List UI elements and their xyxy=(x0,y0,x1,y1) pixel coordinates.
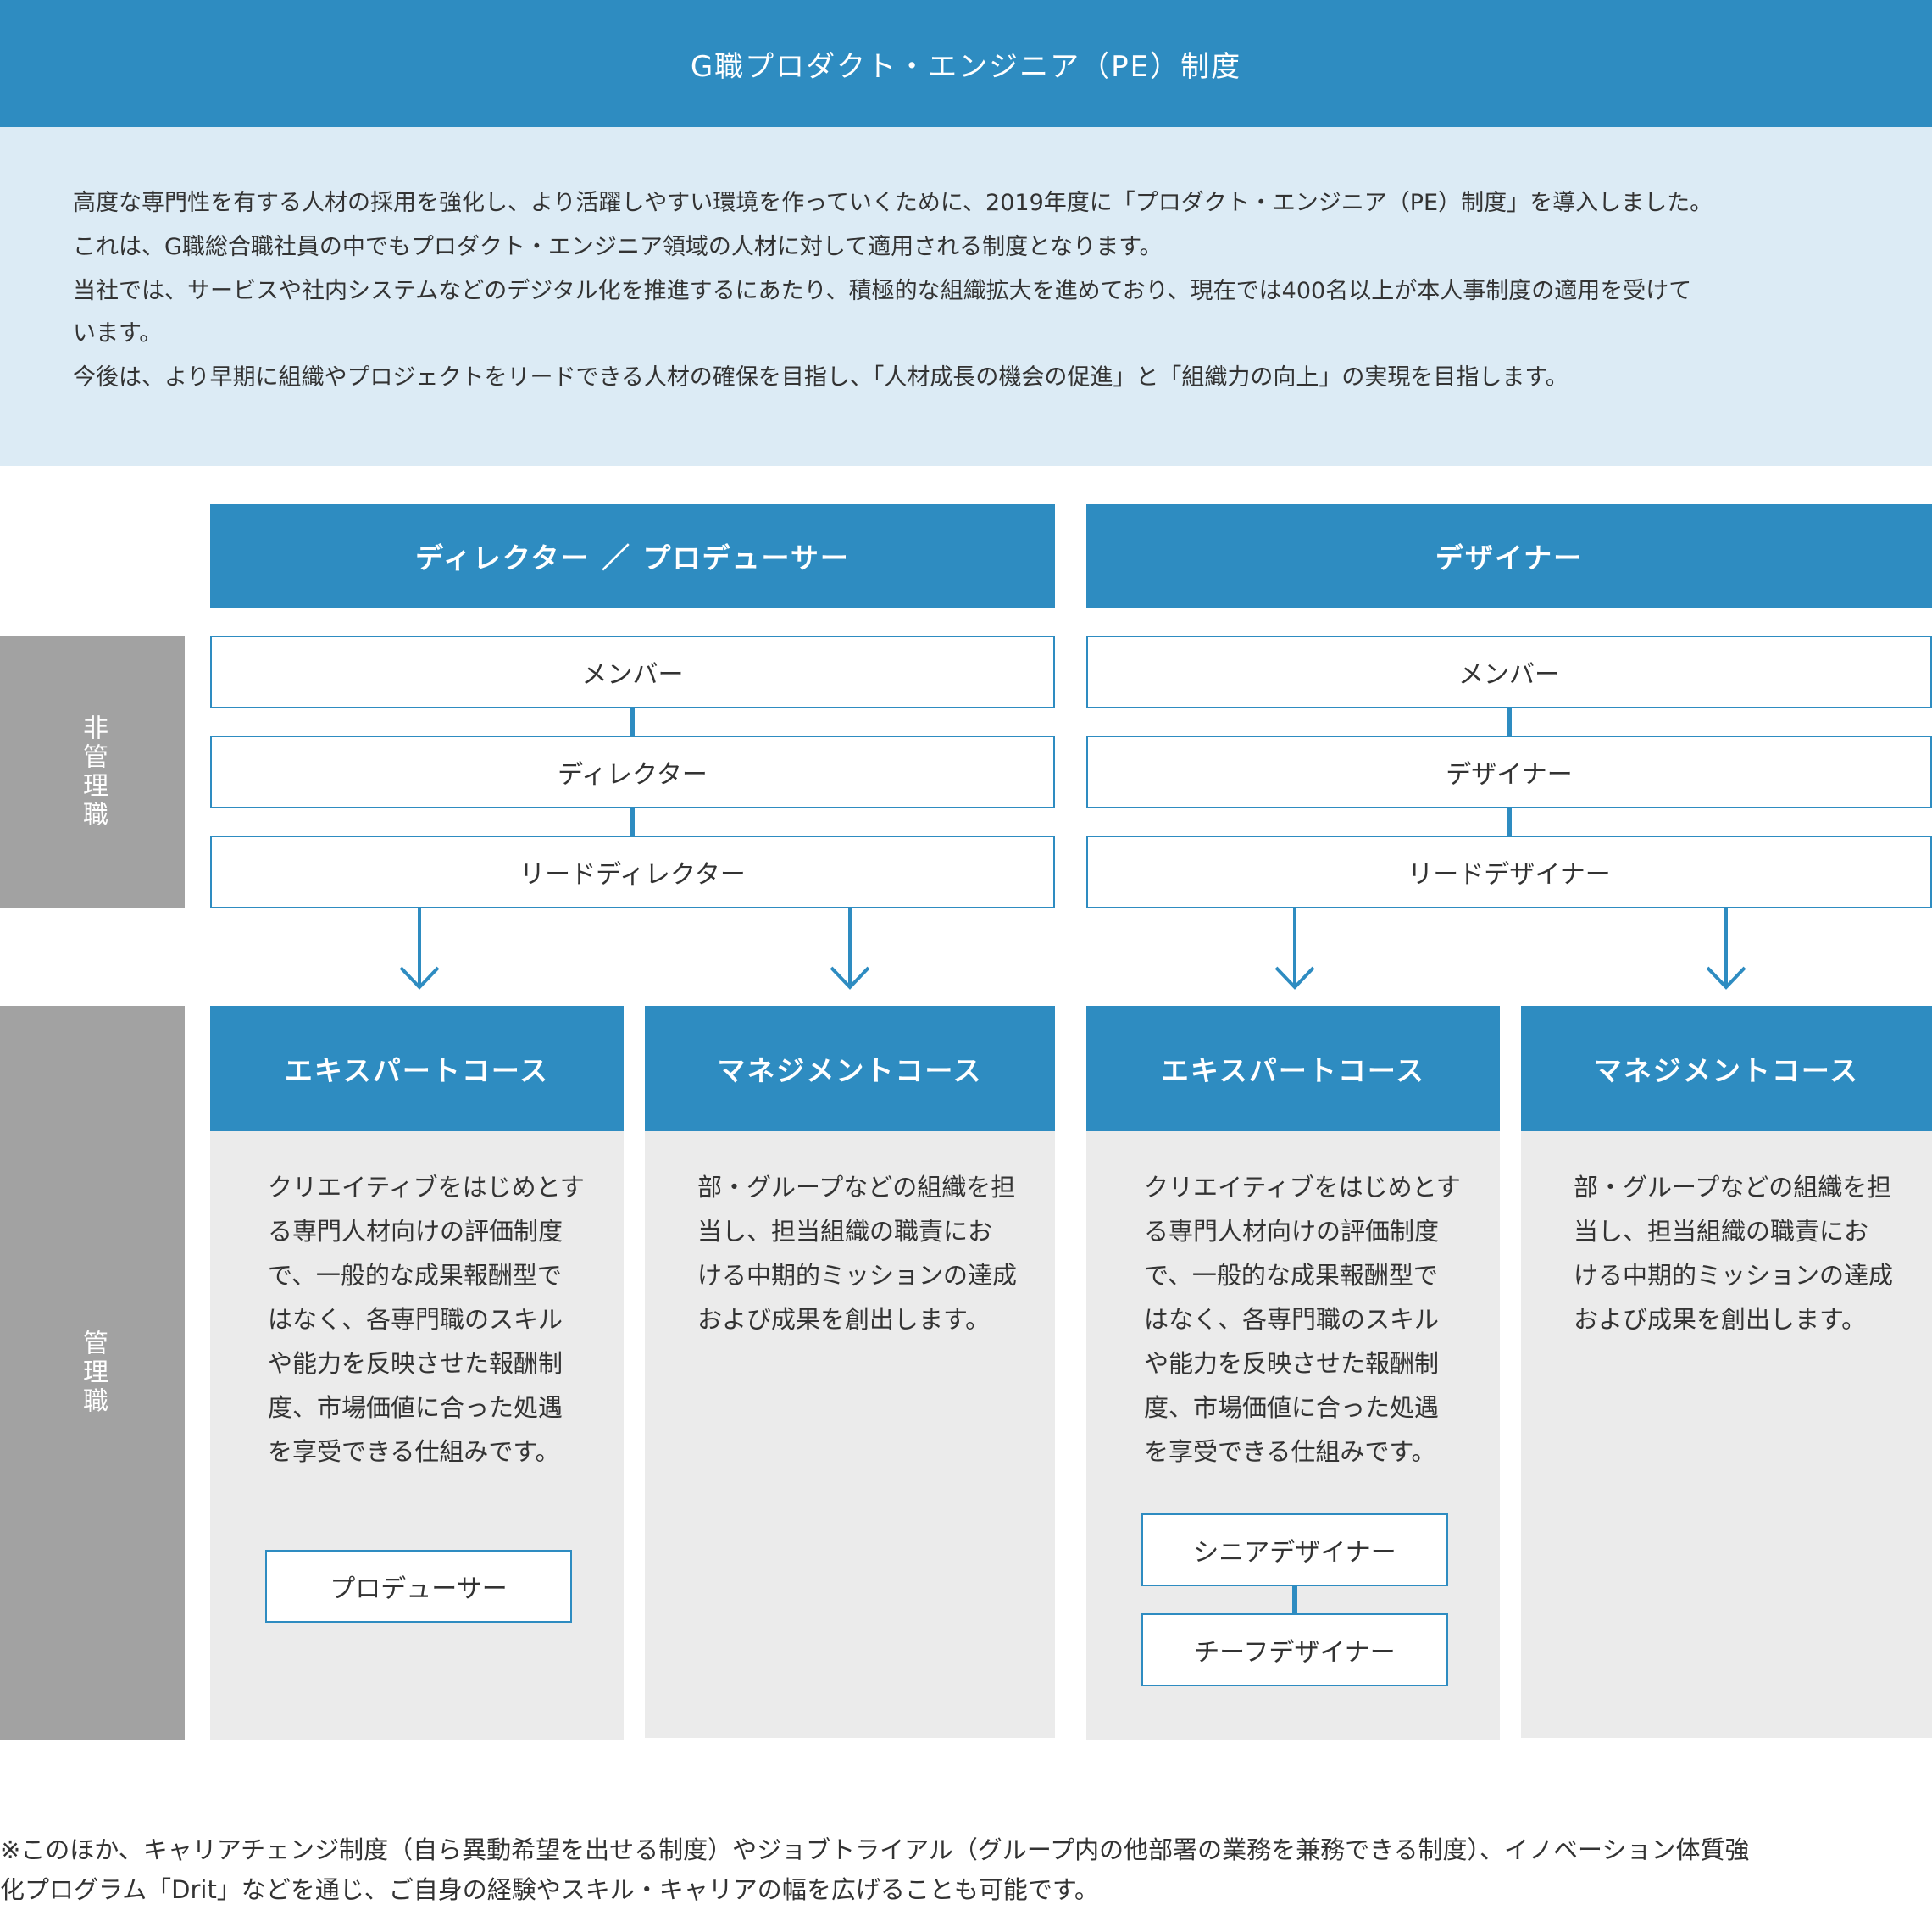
intro-line: います。 xyxy=(73,320,163,347)
designer-title: デザイナー xyxy=(1435,541,1584,575)
director-management-course-body: 部・グループなどの組織を担 当し、担当組織の職責にお ける中期的ミッションの達成… xyxy=(645,1131,1055,1738)
intro-line: これは、G職総合職社員の中でもプロダクト・エンジニア領域の人材に対して適用される… xyxy=(73,234,1163,260)
footnote-line: ※このほか、キャリアチェンジ制度（自ら異動希望を出せる制度）やジョブトライアル（… xyxy=(0,1835,1750,1864)
page-title-bar: G職プロダクト・エンジニア（PE）制度 xyxy=(0,0,1932,127)
director-producer-title: ディレクター ／ プロデューサー xyxy=(415,541,850,575)
position-box-producer: プロデューサー xyxy=(265,1550,572,1623)
course-description: 部・グループなどの組織を担 当し、担当組織の職責にお ける中期的ミッションの達成… xyxy=(697,1173,1018,1334)
director-expert-course-header: エキスパートコース xyxy=(210,1006,624,1131)
page-title: G職プロダクト・エンジニア（PE）制度 xyxy=(690,49,1242,84)
course-description: クリエイティブをはじめとす る専門人材向けの評価制度 で、一般的な成果報酬型で … xyxy=(268,1173,585,1466)
connector-line xyxy=(1292,1586,1297,1613)
arrow-down-icon xyxy=(1274,908,1315,990)
designer-expert-course-body: クリエイティブをはじめとす る専門人材向けの評価制度 で、一般的な成果報酬型で … xyxy=(1086,1131,1500,1740)
director-producer-header: ディレクター ／ プロデューサー xyxy=(210,504,1055,608)
management-label: 管理職 xyxy=(0,1006,185,1740)
connector-line xyxy=(1507,808,1512,836)
connector-line xyxy=(630,808,635,836)
director-expert-course-body: クリエイティブをはじめとす る専門人材向けの評価制度 で、一般的な成果報酬型で … xyxy=(210,1131,624,1740)
footnote-line: 化プログラム「Drit」などを通じ、ご自身の経験やスキル・キャリアの幅を広げるこ… xyxy=(0,1875,1099,1904)
intro-line: 今後は、より早期に組織やプロジェクトをリードできる人材の確保を目指し、「人材成長… xyxy=(73,364,1568,391)
role-box-designer: デザイナー xyxy=(1086,736,1932,808)
non-management-label: 非管理職 xyxy=(0,636,185,908)
connector-line xyxy=(1507,708,1512,736)
intro-line: 当社では、サービスや社内システムなどのデジタル化を推進するにあたり、積極的な組織… xyxy=(73,278,1692,304)
director-management-course-header: マネジメントコース xyxy=(645,1006,1055,1131)
designer-management-course-body: 部・グループなどの組織を担 当し、担当組織の職責にお ける中期的ミッションの達成… xyxy=(1521,1131,1932,1738)
intro-panel: 高度な専門性を有する人材の採用を強化し、より活躍しやすい環境を作っていくために、… xyxy=(0,127,1932,466)
role-box-director: ディレクター xyxy=(210,736,1055,808)
arrow-down-icon xyxy=(1706,908,1746,990)
connector-line xyxy=(630,708,635,736)
course-description: 部・グループなどの組織を担 当し、担当組織の職責にお ける中期的ミッションの達成… xyxy=(1574,1173,1894,1334)
role-box-member: メンバー xyxy=(1086,636,1932,708)
role-box-member: メンバー xyxy=(210,636,1055,708)
designer-management-course-header: マネジメントコース xyxy=(1521,1006,1932,1131)
course-description: クリエイティブをはじめとす る専門人材向けの評価制度 で、一般的な成果報酬型で … xyxy=(1144,1173,1461,1466)
position-box-chief-designer: チーフデザイナー xyxy=(1141,1613,1448,1686)
position-box-senior-designer: シニアデザイナー xyxy=(1141,1513,1448,1586)
role-box-lead-designer: リードデザイナー xyxy=(1086,836,1932,908)
intro-line: 高度な専門性を有する人材の採用を強化し、より活躍しやすい環境を作っていくために、… xyxy=(73,190,1713,216)
designer-expert-course-header: エキスパートコース xyxy=(1086,1006,1500,1131)
role-box-lead-director: リードディレクター xyxy=(210,836,1055,908)
designer-header: デザイナー xyxy=(1086,504,1932,608)
arrow-down-icon xyxy=(399,908,440,990)
arrow-down-icon xyxy=(830,908,870,990)
